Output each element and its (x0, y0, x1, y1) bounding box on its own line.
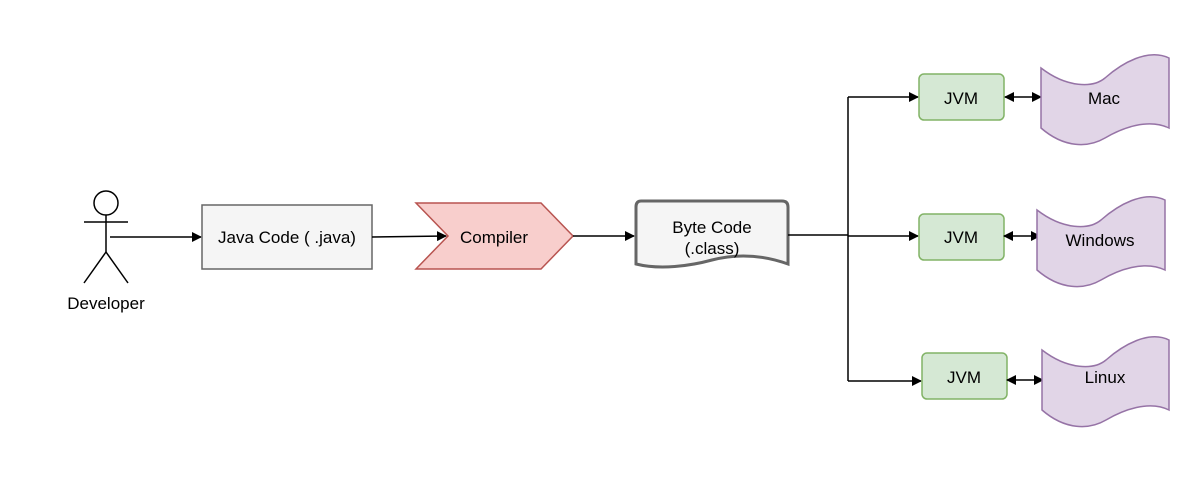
jvm-label-mac: JVM (944, 89, 978, 108)
compiler-shape (414, 202, 575, 270)
os-shape-linux (1041, 336, 1170, 428)
bytecode-document (634, 199, 790, 269)
java-source-box (201, 204, 373, 270)
os-shape-mac (1040, 54, 1170, 146)
jvm-label-windows: JVM (944, 228, 978, 247)
bytecode-label-line2: (.class) (685, 239, 740, 258)
java-source-label: Java Code ( .java) (218, 228, 356, 247)
os-label-windows: Windows (1066, 231, 1135, 250)
developer-actor (83, 190, 129, 284)
branch-linux: JVM Linux (921, 336, 1170, 428)
arrow-source-to-compiler (371, 231, 447, 242)
bytecode-label-line1: Byte Code (672, 218, 751, 237)
os-label-mac: Mac (1088, 89, 1121, 108)
os-label-linux: Linux (1085, 368, 1126, 387)
fanout-connectors (788, 97, 849, 381)
os-shape-windows (1036, 196, 1166, 288)
jvm-label-linux: JVM (947, 368, 981, 387)
developer-label: Developer (67, 294, 145, 313)
compiler-label: Compiler (460, 228, 528, 247)
branch-windows: JVM Windows (918, 196, 1166, 288)
actor-head (93, 190, 119, 216)
branch-mac: JVM Mac (918, 54, 1170, 146)
